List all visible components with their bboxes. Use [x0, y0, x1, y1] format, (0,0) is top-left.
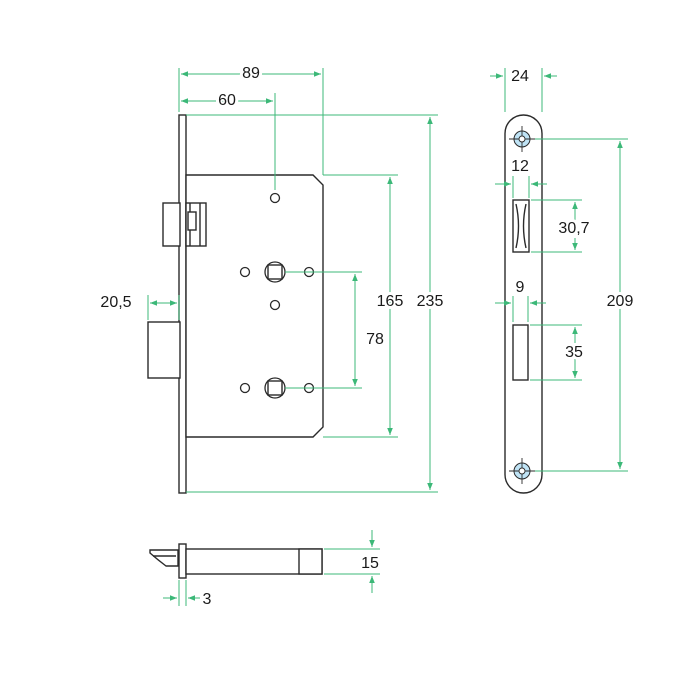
dim-label-78: 78 — [366, 331, 384, 348]
bottom-dimensions: 15 3 — [163, 530, 382, 608]
dim-label-3: 3 — [203, 591, 212, 608]
forend-edge — [178, 543, 187, 579]
dim-label-60: 60 — [218, 92, 236, 109]
forend-plate — [178, 114, 187, 494]
dead-bolt — [147, 321, 181, 379]
side-dimensions: 24 12 30,7 9 35 209 — [490, 65, 636, 472]
latch-slot — [512, 199, 530, 253]
screw-head-bottom — [509, 458, 535, 484]
fixing-hole-top — [269, 192, 281, 204]
case-end — [298, 548, 323, 575]
dim-label-235: 235 — [417, 293, 444, 310]
latch-bolt — [162, 202, 207, 247]
forend-side-view — [504, 114, 543, 494]
fixing-hole — [239, 382, 251, 394]
dim-label-20-5: 20,5 — [100, 294, 131, 311]
dim-label-165: 165 — [377, 293, 404, 310]
screw-head-top — [509, 126, 535, 152]
dim-label-30-7: 30,7 — [558, 220, 589, 237]
lock-bottom-view — [149, 543, 323, 579]
dim-label-15: 15 — [361, 555, 379, 572]
lock-case-body — [185, 174, 324, 438]
latch-profile — [149, 549, 179, 567]
front-dimensions: 89 60 235 165 78 20,5 — [100, 62, 446, 493]
dim-label-89: 89 — [242, 65, 260, 82]
spindle-follower-upper — [264, 261, 286, 283]
dim-label-24: 24 — [511, 68, 529, 85]
dim-label-9: 9 — [516, 279, 525, 296]
spindle-follower-lower — [264, 377, 286, 399]
dim-label-12: 12 — [511, 158, 529, 175]
lock-front-view — [147, 114, 324, 494]
fixing-hole — [269, 299, 281, 311]
dim-label-35: 35 — [565, 344, 583, 361]
bolt-slot — [512, 324, 529, 381]
fixing-hole — [239, 266, 251, 278]
dim-label-209: 209 — [607, 293, 634, 310]
